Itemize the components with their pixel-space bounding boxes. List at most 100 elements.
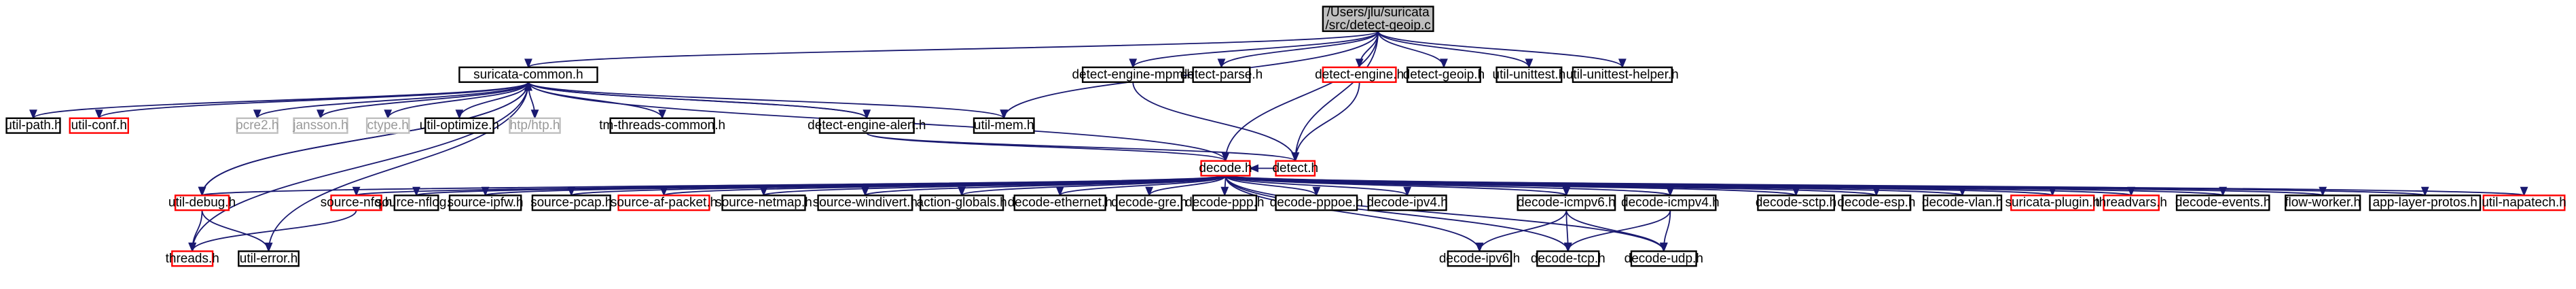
node-box <box>1322 66 1397 83</box>
node-label: source-windivert.h <box>813 196 918 210</box>
node-box <box>171 250 214 267</box>
node-box <box>238 250 300 267</box>
node-box <box>1081 66 1184 83</box>
edge-root-to-detect-geoip <box>1377 31 1448 69</box>
node-decode-udp[interactable]: decode-udp.h <box>1625 250 1703 267</box>
node-ctype[interactable]: ctype.h <box>365 117 410 134</box>
node-action-globals[interactable]: action-globals.h <box>917 194 1007 211</box>
node-threads[interactable]: threads.h <box>166 250 219 267</box>
node-decode-esp[interactable]: decode-esp.h <box>1837 194 1915 211</box>
node-source-netmap[interactable]: source-netmap.h <box>715 194 812 211</box>
node-source-ipfw[interactable]: source-ipfw.h <box>448 194 524 211</box>
node-label: ctype.h <box>367 118 409 133</box>
edge-root-to-detect-engine-mpm <box>1129 31 1379 69</box>
node-jansson[interactable]: jansson.h <box>292 117 348 134</box>
node-decode-pppoe[interactable]: decode-pppoe.h <box>1270 194 1363 211</box>
node-tm-threads-common[interactable]: tm-threads-common.h <box>599 117 725 134</box>
node-flow-worker[interactable]: flow-worker.h <box>2284 194 2361 211</box>
node-decode-ppp[interactable]: decode-ppp.h <box>1185 194 1264 211</box>
node-label: decode-pppoe.h <box>1270 196 1363 210</box>
node-box <box>919 194 1004 211</box>
node-source-windivert[interactable]: source-windivert.h <box>813 194 918 211</box>
edge-decode-to-decode-pppoe <box>1224 175 1321 197</box>
edge-root-to-suricata-common <box>524 31 1379 69</box>
edge-suricata-common-to-threads <box>188 82 529 253</box>
node-label: threadvars.h <box>2095 196 2167 210</box>
edge-root-to-util-unittest <box>1377 31 1534 69</box>
node-threadvars[interactable]: threadvars.h <box>2095 194 2167 211</box>
node-util-path[interactable]: util-path.h <box>5 117 62 134</box>
edge-suricata-common-to-pcre2 <box>253 82 529 120</box>
edge-root-to-detect-engine <box>1355 31 1379 69</box>
node-box <box>1517 194 1616 211</box>
node-box <box>2103 194 2160 211</box>
node-suricata-plugin[interactable]: suricata-plugin.h <box>2005 194 2100 211</box>
node-label: source-ipfw.h <box>448 196 524 210</box>
node-decode-icmpv4[interactable]: decode-icmpv4.h <box>1621 194 1720 211</box>
node-source-nfq[interactable]: source-nfq.h <box>321 194 393 211</box>
node-box <box>609 117 715 134</box>
node-source-nflog[interactable]: source-nflog.h <box>376 194 457 211</box>
edge-root-to-util-unittest-helper <box>1377 31 1627 69</box>
node-label: jansson.h <box>292 118 348 133</box>
node-box <box>2010 194 2095 211</box>
node-detect-engine-alert[interactable]: detect-engine-alert.h <box>808 117 926 134</box>
node-decode-gre[interactable]: decode-gre.h <box>1111 194 1187 211</box>
node-util-error[interactable]: util-error.h <box>238 250 300 267</box>
edge-root-to-detect-parse <box>1217 31 1379 69</box>
node-label: decode-icmpv6.h <box>1517 196 1616 210</box>
node-util-conf[interactable]: util-conf.h <box>69 117 130 134</box>
node-box <box>1192 66 1251 83</box>
node-box <box>293 117 348 134</box>
node-label: decode-tcp.h <box>1531 252 1606 266</box>
node-label: source-netmap.h <box>715 196 812 210</box>
node-detect-parse[interactable]: detect-parse.h <box>1180 66 1263 83</box>
edge-detect-engine-alert-to-decode <box>866 132 1230 163</box>
node-util-optimize[interactable]: util-optimize.h <box>420 117 499 134</box>
node-decode-ipv6[interactable]: decode-ipv6.h <box>1439 250 1520 267</box>
node-label: htp/htp.h <box>510 118 560 133</box>
node-decode-icmpv6[interactable]: decode-icmpv6.h <box>1517 194 1616 211</box>
node-decode-sctp[interactable]: decode-sctp.h <box>1756 194 1836 211</box>
node-pcre2[interactable]: pcre2.h <box>236 117 279 134</box>
node-decode-events[interactable]: decode-events.h <box>2175 194 2271 211</box>
node-detect-geoip[interactable]: detect-geoip.h <box>1403 66 1485 83</box>
node-htp[interactable]: htp/htp.h <box>509 117 561 134</box>
node-detect[interactable]: detect.h <box>1272 160 1318 177</box>
node-source-af-packet[interactable]: source-af-packet.h <box>611 194 717 211</box>
node-decode-ethernet[interactable]: decode-ethernet.h <box>1008 194 1112 211</box>
node-decode-tcp[interactable]: decode-tcp.h <box>1531 250 1606 267</box>
node-decode-ipv4[interactable]: decode-ipv4.h <box>1366 194 1448 211</box>
node-util-napatech[interactable]: util-napatech.h <box>2482 194 2566 211</box>
node-box <box>393 194 439 211</box>
node-label: util-path.h <box>5 118 61 133</box>
node-label: source-af-packet.h <box>611 196 717 210</box>
node-util-unittest-helper[interactable]: util-unittest-helper.h <box>1566 66 1679 83</box>
node-util-debug[interactable]: util-debug.h <box>168 194 236 211</box>
node-box <box>1322 5 1434 33</box>
node-box <box>2369 194 2482 211</box>
node-label: detect-engine-mpm.h <box>1072 67 1194 82</box>
node-detect-engine-mpm[interactable]: detect-engine-mpm.h <box>1072 66 1194 83</box>
node-box <box>2482 194 2566 211</box>
node-box <box>1406 66 1481 83</box>
node-root[interactable]: /Users/jlu/suricata/src/detect-geoip.c <box>1322 5 1434 33</box>
node-util-unittest[interactable]: util-unittest.h <box>1493 66 1566 83</box>
node-label: decode-udp.h <box>1625 252 1703 266</box>
node-box <box>1536 250 1600 267</box>
node-decode-vlan[interactable]: decode-vlan.h <box>1922 194 2003 211</box>
node-box <box>818 117 915 134</box>
node-decode[interactable]: decode.h <box>1199 160 1252 177</box>
node-util-mem[interactable]: util-mem.h <box>973 117 1035 134</box>
node-label: detect-geoip.h <box>1403 67 1485 82</box>
node-app-layer-protos[interactable]: app-layer-protos.h <box>2369 194 2482 211</box>
node-source-pcap[interactable]: source-pcap.h <box>530 194 612 211</box>
edge-decode-to-decode-ipv4 <box>1224 175 1412 197</box>
node-box <box>1013 194 1106 211</box>
node-label: source-nflog.h <box>376 196 457 210</box>
node-detect-engine[interactable]: detect-engine.h <box>1315 66 1404 83</box>
node-box <box>236 117 278 134</box>
node-label: util-unittest.h <box>1493 67 1566 82</box>
node-suricata-common[interactable]: suricata-common.h <box>458 66 598 83</box>
node-box <box>174 194 230 211</box>
